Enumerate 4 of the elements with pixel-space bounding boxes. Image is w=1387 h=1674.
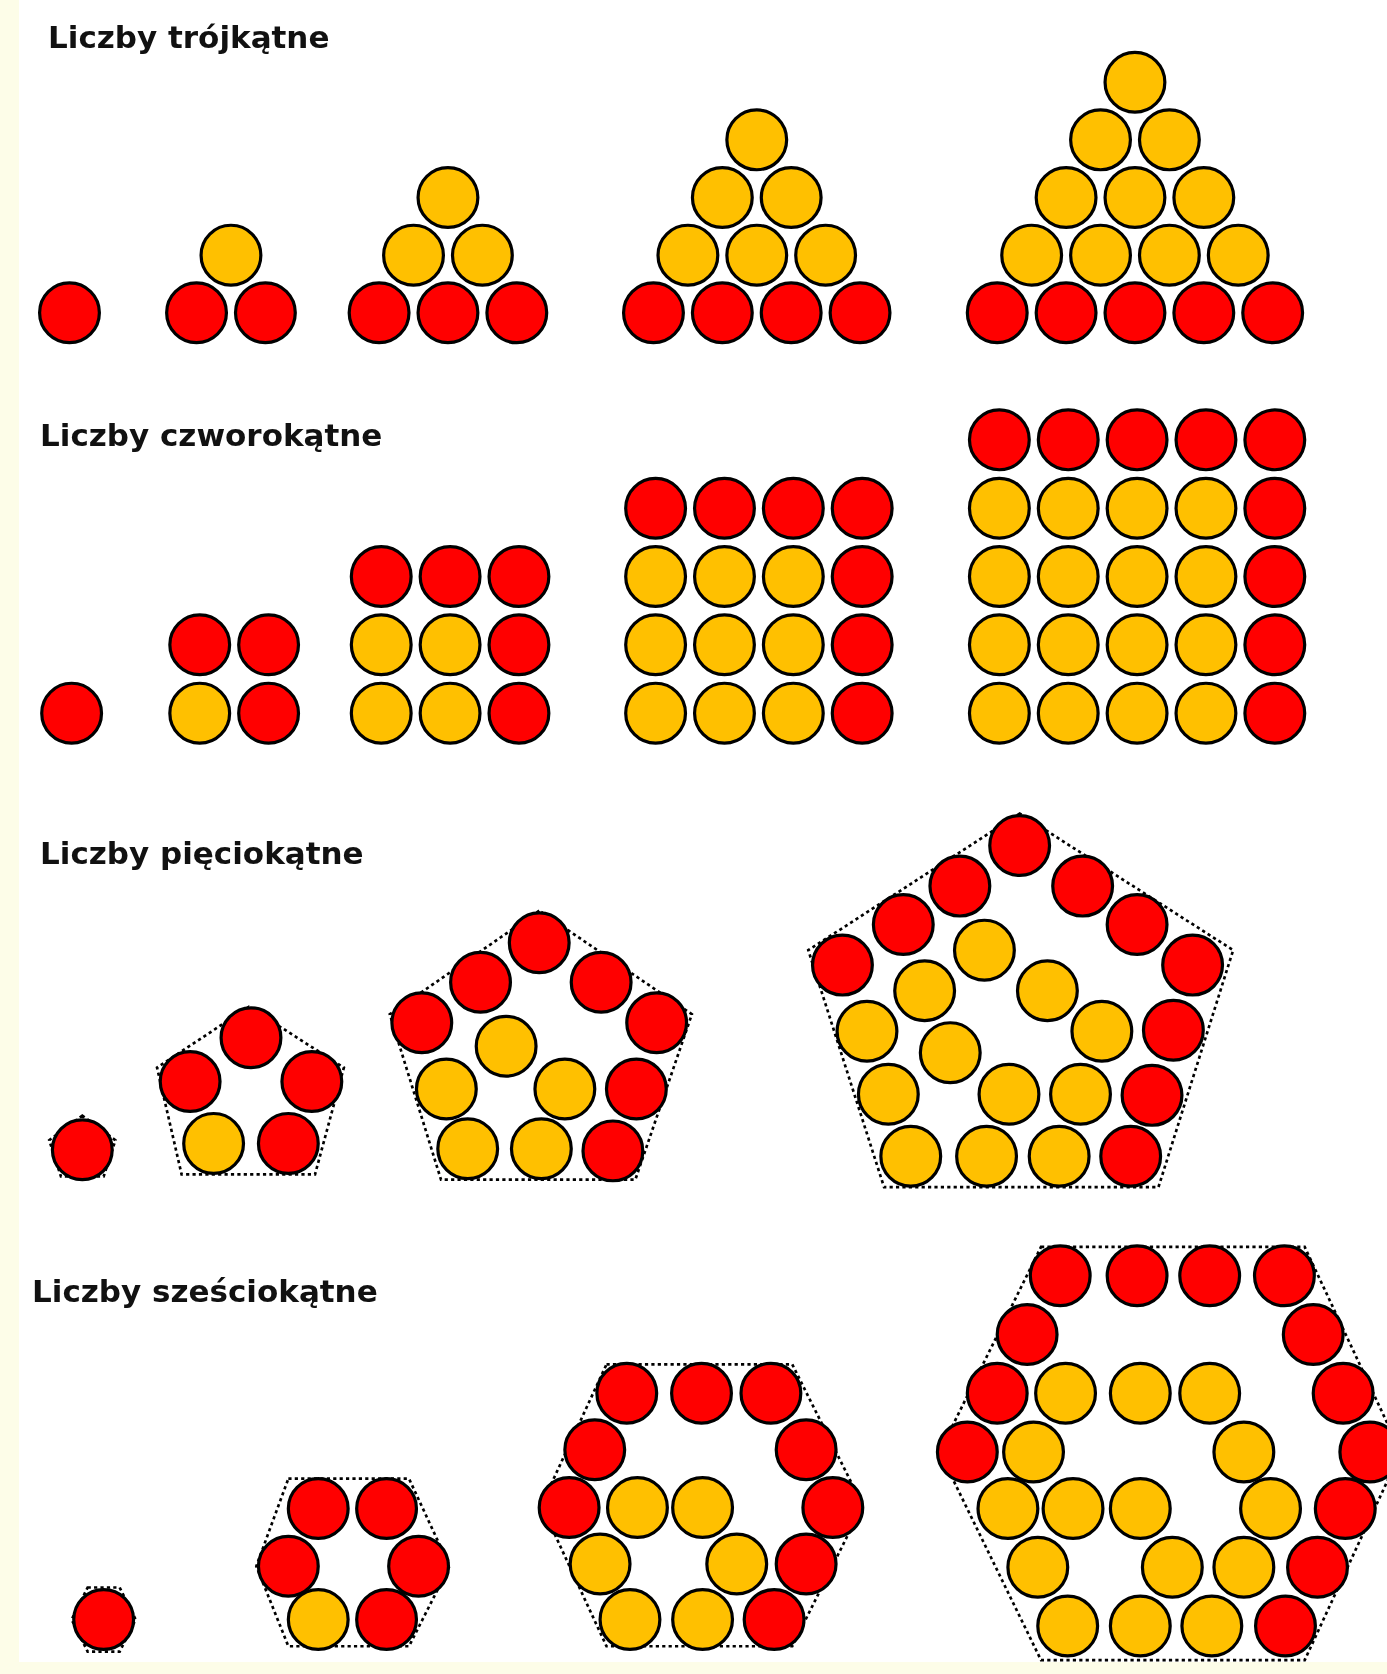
section-heading: Liczby sześciokątne [32,1276,378,1307]
section-heading: Liczby pięciokątne [40,838,364,869]
section-heading: Liczby trójkątne [48,22,330,53]
section-heading: Liczby czworokątne [40,420,383,451]
